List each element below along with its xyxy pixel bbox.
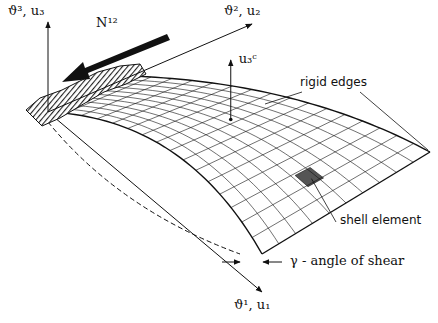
load-arrow (62, 34, 170, 82)
mesh-line (64, 105, 295, 234)
mesh-line (128, 86, 233, 128)
axis-label: ϑ¹, u₁ (232, 298, 272, 312)
shear-arrow (263, 262, 282, 263)
mesh-line (113, 83, 213, 123)
mesh-line (242, 136, 397, 223)
mesh-line (170, 98, 290, 151)
mesh-line (114, 83, 397, 172)
axis-label: ϑ², u₂ (222, 4, 262, 18)
leader-line (265, 92, 302, 104)
axis-label: ϑ³, u₃ (6, 4, 46, 18)
leader-line (311, 179, 336, 222)
part-label: rigid edges (298, 76, 369, 89)
mesh-line (208, 115, 345, 182)
mesh-line (183, 103, 308, 160)
shell-surface (48, 76, 430, 254)
mesh-line (122, 80, 413, 163)
mesh-line (196, 109, 327, 171)
mesh-line (56, 108, 279, 243)
part-label: shell element (338, 214, 423, 227)
displacement-arrow (230, 60, 231, 120)
axis-arrow (48, 24, 252, 112)
mesh-line (97, 90, 363, 192)
load-label: N¹² (94, 16, 120, 30)
mesh-line (73, 101, 313, 223)
angle-label: γ - angle of shear (288, 254, 406, 268)
displacement-label: u₃ᶜ (237, 52, 259, 66)
mesh-line (156, 94, 271, 143)
mesh-line (220, 121, 363, 194)
shear-arrow (222, 262, 240, 263)
point-dot (229, 118, 233, 122)
axis-arrow (48, 22, 49, 112)
mesh-line (142, 90, 252, 135)
mesh-line (262, 152, 430, 254)
leader-line (360, 92, 428, 150)
